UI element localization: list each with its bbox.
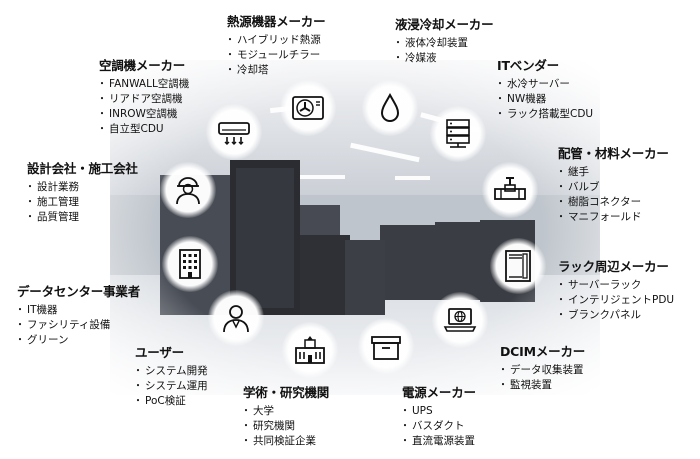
group-title: 電源メーカー	[402, 385, 476, 400]
university-building-icon	[282, 322, 338, 378]
group-design-construction: 設計会社・施工会社 設計業務 施工管理 品質管理	[25, 158, 138, 225]
list-item: 冷却塔	[225, 63, 325, 78]
user-icon	[208, 290, 264, 346]
group-dcim: DCIMメーカー データ収集装置 監視装置	[498, 341, 586, 393]
list-item: 設計業務	[25, 180, 138, 195]
list-item: PoC検証	[133, 394, 208, 409]
list-item: ファシリティ設備	[15, 318, 140, 333]
air-conditioner-icon	[206, 104, 262, 160]
list-item: 監視装置	[498, 378, 585, 393]
list-item: システム開発	[133, 364, 208, 379]
group-title: 熱源機器メーカー	[227, 14, 326, 29]
group-title: 液浸冷却メーカー	[395, 17, 494, 32]
list-item: UPS	[400, 404, 476, 419]
list-item: インテリジェントPDU	[556, 293, 674, 308]
list-item: バルブ	[556, 180, 669, 195]
list-item: ブランクパネル	[556, 308, 674, 323]
list-item: NW機器	[495, 92, 593, 107]
list-item: INROW空調機	[97, 107, 189, 122]
group-title: 配管・材料メーカー	[558, 146, 669, 161]
group-power: 電源メーカー UPS バスダクト 直流電源装置	[400, 382, 476, 449]
box-icon	[358, 318, 414, 374]
group-immersion-cooling: 液浸冷却メーカー 液体冷却装置 冷媒液	[393, 14, 494, 66]
list-item: 水冷サーバー	[495, 77, 593, 92]
list-item: バスダクト	[400, 419, 476, 434]
list-item: 共同検証企業	[241, 434, 329, 449]
group-it-vendor: ITベンダー 水冷サーバー NW機器 ラック搭載型CDU	[495, 55, 593, 122]
list-item: モジュールチラー	[225, 48, 325, 63]
list-item: 樹脂コネクター	[556, 195, 669, 210]
group-title: 学術・研究機関	[243, 385, 330, 400]
group-title: ITベンダー	[497, 58, 559, 73]
server-icon	[430, 106, 486, 162]
group-academic: 学術・研究機関 大学 研究機関 共同検証企業	[241, 382, 330, 449]
group-user: ユーザー システム開発 システム運用 PoC検証	[133, 342, 208, 409]
list-item: 液体冷却装置	[393, 36, 493, 51]
group-datacenter-operator: データセンター事業者 IT機器 ファシリティ設備 グリーン	[15, 281, 141, 348]
group-aircon: 空調機メーカー FANWALL空調機 リアドア空調機 INROW空調機 自立型C…	[97, 55, 189, 137]
list-item: リアドア空調機	[97, 92, 189, 107]
list-item: 施工管理	[25, 195, 138, 210]
rack-pdu-icon	[490, 238, 546, 294]
group-title: ラック周辺メーカー	[558, 259, 669, 274]
list-item: データ収集装置	[498, 363, 585, 378]
group-title: ユーザー	[135, 345, 184, 360]
office-building-icon	[162, 236, 218, 292]
list-item: システム運用	[133, 379, 208, 394]
group-title: データセンター事業者	[17, 284, 141, 299]
list-item: 研究機関	[241, 419, 329, 434]
laptop-globe-icon	[432, 292, 488, 348]
list-item: 冷媒液	[393, 51, 493, 66]
list-item: IT機器	[15, 303, 140, 318]
list-item: FANWALL空調機	[97, 77, 189, 92]
worker-helmet-icon	[160, 162, 216, 218]
list-item: 直流電源装置	[400, 434, 476, 449]
list-item: ハイブリッド熱源	[225, 33, 325, 48]
group-title: 空調機メーカー	[99, 58, 186, 73]
list-item: 品質管理	[25, 210, 138, 225]
group-title: 設計会社・施工会社	[27, 161, 138, 176]
list-item: 継手	[556, 165, 669, 180]
list-item: ラック搭載型CDU	[495, 107, 593, 122]
list-item: 自立型CDU	[97, 122, 189, 137]
list-item: マニフォールド	[556, 210, 669, 225]
pipe-valve-icon	[482, 162, 538, 218]
list-item: サーバーラック	[556, 278, 674, 293]
group-heat-source: 熱源機器メーカー ハイブリッド熱源 モジュールチラー 冷却塔	[225, 11, 326, 78]
list-item: 大学	[241, 404, 329, 419]
list-item: グリーン	[15, 333, 140, 348]
outdoor-unit-fan-icon	[280, 80, 336, 136]
group-piping: 配管・材料メーカー 継手 バルブ 樹脂コネクター マニフォールド	[556, 143, 669, 225]
group-rack-peripheral: ラック周辺メーカー サーバーラック インテリジェントPDU ブランクパネル	[556, 256, 674, 323]
group-title: DCIMメーカー	[500, 344, 586, 359]
water-drop-icon	[362, 80, 418, 136]
